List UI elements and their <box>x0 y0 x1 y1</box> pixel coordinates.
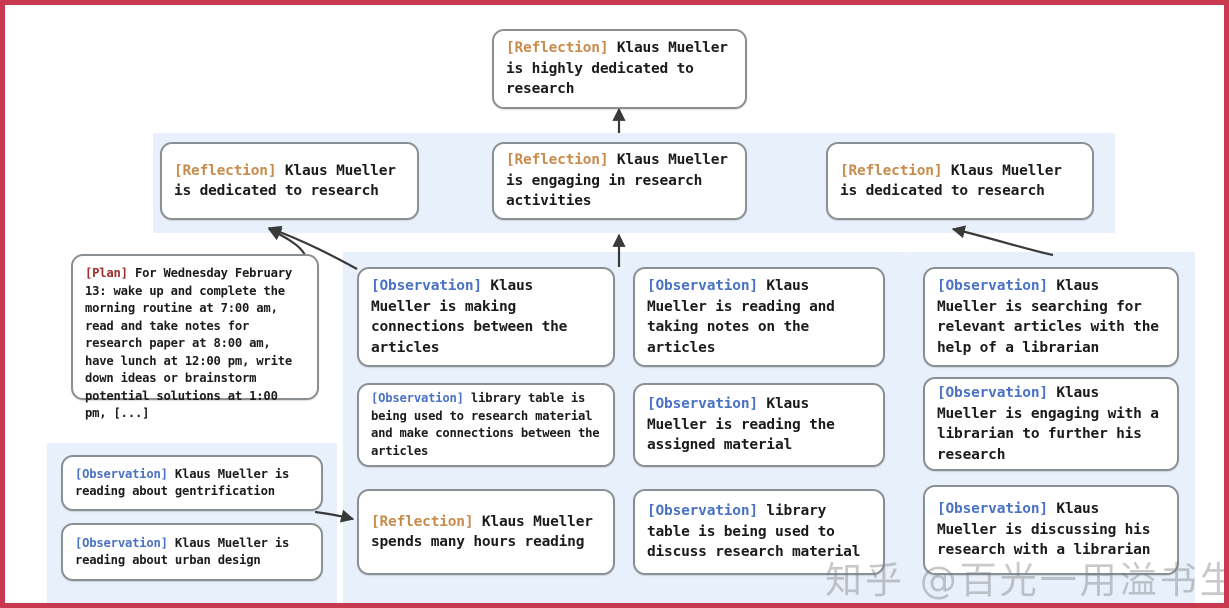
node-text: [Reflection] Klaus Mueller is highly ded… <box>494 38 745 100</box>
tag-observation: [Observation] <box>75 466 168 481</box>
tag-plan: [Plan] <box>85 266 128 280</box>
tag-reflection: [Reflection] <box>506 152 609 169</box>
node-text: [Observation] library table is being use… <box>635 501 883 563</box>
node-root-reflection[interactable]: [Reflection] Klaus Mueller is highly ded… <box>492 29 747 109</box>
tag-observation: [Observation] <box>937 501 1048 518</box>
tag-reflection: [Reflection] <box>840 162 943 179</box>
node-text: [Observation] Klaus Mueller is reading a… <box>63 535 321 570</box>
node-body: Klaus Mueller is dedicated to research <box>174 162 405 200</box>
tag-observation: [Observation] <box>75 535 168 550</box>
tag-reflection: [Reflection] <box>371 513 474 530</box>
node-text: [Reflection] Klaus Mueller spends many h… <box>359 512 613 553</box>
node-body: Klaus Mueller is discussing his research… <box>937 501 1159 559</box>
node-body: Klaus Mueller is dedicated to research <box>840 162 1071 200</box>
tag-reflection: [Reflection] <box>174 162 277 179</box>
node-text: [Plan] For Wednesday February 13: wake u… <box>73 265 317 423</box>
node-body: library table is being used to research … <box>371 391 607 458</box>
tag-observation: [Observation] <box>647 396 758 413</box>
tag-reflection: [Reflection] <box>506 40 609 57</box>
node-text: [Observation] Klaus Mueller is reading a… <box>63 466 321 501</box>
tag-observation: [Observation] <box>937 278 1048 294</box>
node-text: [Observation] Klaus Mueller is reading t… <box>635 394 883 456</box>
node-text: [Observation] Klaus Mueller is engaging … <box>925 383 1177 465</box>
node-body: Klaus Mueller is reading about urban des… <box>75 535 297 568</box>
tag-observation: [Observation] <box>647 278 758 294</box>
tag-observation: [Observation] <box>371 391 464 405</box>
node-body: Klaus Mueller is making connections betw… <box>371 278 576 356</box>
node-body: Klaus Mueller is reading and taking note… <box>647 278 844 356</box>
node-body: Klaus Mueller is highly dedicated to res… <box>506 40 737 98</box>
node-text: [Reflection] Klaus Mueller is engaging i… <box>494 150 745 212</box>
node-mid-right-reflection[interactable]: [Reflection] Klaus Mueller is dedicated … <box>826 142 1094 220</box>
node-leaf-c1[interactable]: [Observation] Klaus Mueller is searching… <box>923 267 1179 367</box>
node-leaf-b2[interactable]: [Observation] Klaus Mueller is reading t… <box>633 383 885 467</box>
node-leaf-a1[interactable]: [Observation] Klaus Mueller is making co… <box>357 267 615 367</box>
node-text: [Observation] Klaus Mueller is reading a… <box>635 276 883 358</box>
node-text: [Observation] library table is being use… <box>359 390 613 460</box>
node-text: [Observation] Klaus Mueller is searching… <box>925 276 1177 358</box>
node-plan[interactable]: [Plan] For Wednesday February 13: wake u… <box>71 254 319 420</box>
node-leaf-a3[interactable]: [Reflection] Klaus Mueller spends many h… <box>357 489 615 575</box>
node-text: [Observation] Klaus Mueller is discussin… <box>925 499 1177 561</box>
node-body: library table is being used to discuss r… <box>647 503 861 561</box>
node-body: Klaus Mueller is engaging in research ac… <box>506 152 737 210</box>
node-leaf-d2[interactable]: [Observation] Klaus Mueller is reading a… <box>61 523 323 581</box>
node-text: [Reflection] Klaus Mueller is dedicated … <box>162 161 417 202</box>
tag-observation: [Observation] <box>937 385 1048 401</box>
node-body: Klaus Mueller is reading about gentrific… <box>75 466 297 499</box>
node-leaf-b1[interactable]: [Observation] Klaus Mueller is reading a… <box>633 267 885 367</box>
tag-observation: [Observation] <box>647 503 758 520</box>
node-leaf-b3[interactable]: [Observation] library table is being use… <box>633 489 885 575</box>
node-body: Klaus Mueller is engaging with a librari… <box>937 385 1168 463</box>
node-body: Klaus Mueller is reading the assigned ma… <box>647 396 844 454</box>
node-body: Klaus Mueller spends many hours reading <box>371 513 602 551</box>
node-leaf-c2[interactable]: [Observation] Klaus Mueller is engaging … <box>923 377 1179 471</box>
node-leaf-d1[interactable]: [Observation] Klaus Mueller is reading a… <box>61 455 323 511</box>
node-text: [Observation] Klaus Mueller is making co… <box>359 276 613 358</box>
node-leaf-c3[interactable]: [Observation] Klaus Mueller is discussin… <box>923 485 1179 575</box>
node-mid-left-reflection[interactable]: [Reflection] Klaus Mueller is dedicated … <box>160 142 419 220</box>
node-mid-center-reflection[interactable]: [Reflection] Klaus Mueller is engaging i… <box>492 142 747 220</box>
watermark: 知乎 @百光一用溢书生 <box>825 559 1229 602</box>
node-body: Klaus Mueller is searching for relevant … <box>937 278 1168 356</box>
tag-observation: [Observation] <box>371 278 482 294</box>
node-body: For Wednesday February 13: wake up and c… <box>85 266 300 420</box>
node-text: [Reflection] Klaus Mueller is dedicated … <box>828 161 1092 202</box>
node-leaf-a2[interactable]: [Observation] library table is being use… <box>357 383 615 467</box>
